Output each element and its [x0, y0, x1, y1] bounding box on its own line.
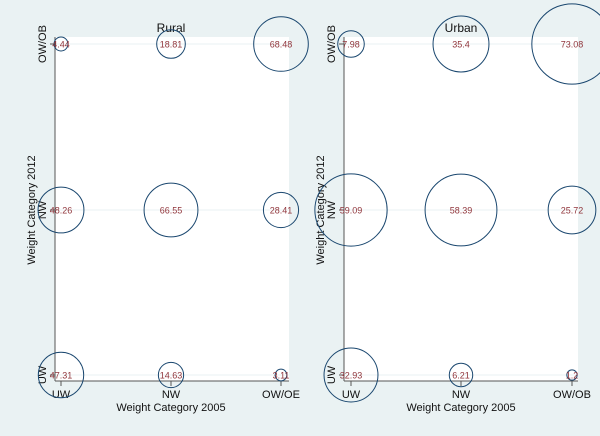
bubble-value-label: 35.4 [452, 40, 470, 50]
x-axis-title: Weight Category 2005 [406, 402, 515, 414]
bubble-value-label: 48.26 [50, 206, 73, 216]
bubble [432, 15, 490, 73]
y-tick-label: OW/OB [37, 25, 49, 63]
y-axis-title: Weight Category 2012 [26, 155, 38, 264]
bubble-value-label: 14.63 [160, 371, 183, 381]
bubble-value-label: 1.2 [566, 371, 579, 381]
x-tick-label: OW/OE [262, 389, 300, 401]
bubble [531, 3, 600, 85]
bubble [566, 369, 578, 381]
panel-rural: UW NW OW/OE UW NW OW/OB Weight Category 2005 We… [26, 16, 309, 414]
x-tick-label: UW [342, 389, 361, 401]
y-tick-label: OW/OB [326, 25, 338, 63]
x-tick-label: OW/OB [553, 389, 591, 401]
bubble [157, 361, 185, 389]
bubble [37, 186, 85, 234]
bubble [53, 36, 69, 52]
x-tick-label: UW [52, 389, 71, 401]
y-tick-label: UW [37, 365, 49, 384]
y-axis-title: Weight Category 2012 [315, 155, 327, 264]
bubble-value-label: 3.11 [273, 371, 290, 381]
bubble-value-label: 6.21 [452, 371, 470, 381]
y-tick-label: NW [326, 200, 338, 219]
bubble-value-label: 66.55 [160, 206, 183, 216]
bubble [337, 30, 365, 58]
bubble [262, 191, 300, 229]
bubble [547, 185, 597, 235]
bubble [253, 16, 309, 72]
plot-area [55, 37, 289, 381]
y-tick-label: UW [326, 365, 338, 384]
bubble [143, 182, 199, 238]
bubble [314, 173, 388, 247]
y-tick-label: NW [37, 200, 49, 219]
bubble-value-label: 25.72 [561, 206, 584, 216]
bubble-value-label: 73.08 [561, 40, 584, 50]
x-axis-title: Weight Category 2005 [116, 402, 225, 414]
bubble-value-label: 47.31 [50, 371, 73, 381]
panel-title: Urban [445, 21, 478, 35]
bubble [323, 347, 379, 403]
bubble-value-label: 32.93 [340, 371, 363, 381]
bubble-value-label: 28.41 [270, 206, 293, 216]
plot-area [344, 37, 578, 381]
panel-urban: UW NW OW/OB UW NW OW/OB Weight Category 2005 We… [314, 3, 600, 414]
x-tick-label: NW [162, 389, 181, 401]
bubble [37, 351, 85, 399]
bubble-value-label: 68.48 [270, 40, 293, 50]
bubble-value-label: 18.81 [160, 40, 183, 50]
bubble-value-label: 59.09 [340, 206, 363, 216]
x-tick-label: NW [452, 389, 471, 401]
bubble-value-label: 7.98 [342, 40, 360, 50]
bubble [156, 29, 186, 59]
bubble-value-label: 58.39 [450, 206, 473, 216]
panel-title: Rural [157, 21, 186, 35]
bubble [274, 368, 288, 382]
bubble [424, 173, 498, 247]
bubble [448, 362, 474, 388]
bubble-value-label: 4.44 [52, 40, 70, 50]
